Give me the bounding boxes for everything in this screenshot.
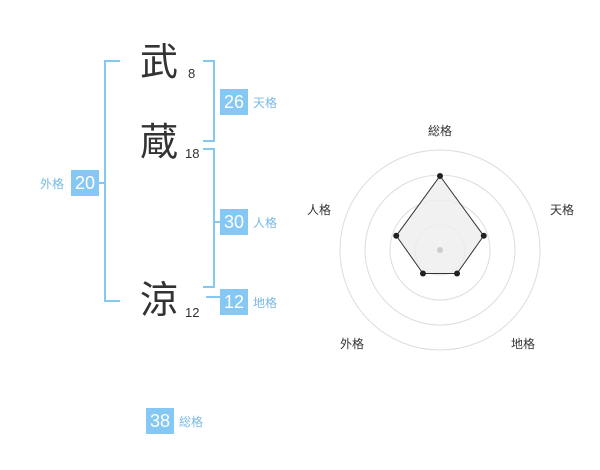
radar-point-5 [393, 232, 400, 239]
stroke-count-3: 12 [185, 305, 200, 320]
axis-label-jinkaku: 人格 [307, 203, 332, 217]
name-char-2: 蔵 [140, 120, 179, 164]
tenkaku-label: 天格 [253, 96, 278, 110]
stroke-count-2: 18 [185, 146, 200, 161]
stroke-count-1: 8 [188, 66, 196, 81]
chikaku-connector [206, 296, 220, 298]
axis-label-gaikaku: 外格 [340, 337, 365, 351]
gaikaku-label: 外格 [40, 177, 65, 191]
jinkaku-connector [215, 221, 220, 223]
radar-point-3 [454, 270, 461, 277]
chikaku-value: 12 [220, 289, 248, 315]
axis-label-chikaku: 地格 [511, 337, 536, 351]
soukaku-value: 38 [146, 408, 174, 434]
radar-point-1 [437, 173, 443, 179]
radar-chart [339, 149, 541, 351]
gaikaku-bracket [104, 60, 120, 302]
radar-point-4 [419, 270, 426, 277]
tenkaku-value: 26 [220, 89, 248, 115]
name-char-3: 涼 [140, 278, 179, 322]
radar-point-2 [480, 232, 487, 239]
radar-center [437, 247, 443, 253]
soukaku-label: 総格 [179, 415, 204, 429]
jinkaku-bracket [203, 148, 215, 288]
radar-ring [339, 149, 541, 351]
jinkaku-label: 人格 [253, 216, 278, 230]
tenkaku-bracket [203, 60, 215, 142]
name-char-1: 武 [140, 40, 179, 84]
jinkaku-value: 30 [220, 209, 248, 235]
gaikaku-value: 20 [71, 170, 99, 196]
axis-label-tenkaku: 天格 [550, 203, 575, 217]
radar-polygon [395, 175, 485, 274]
axis-label-soukaku: 総格 [428, 124, 453, 138]
gaikaku-connector [98, 182, 104, 184]
chikaku-label: 地格 [253, 296, 278, 310]
